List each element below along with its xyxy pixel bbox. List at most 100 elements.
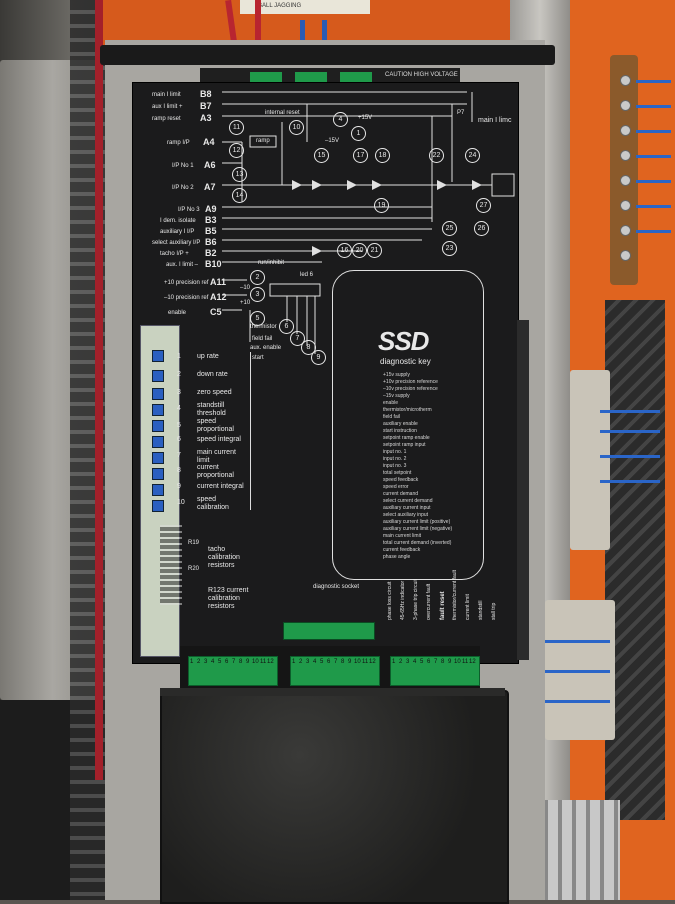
pot-label: zero speed [197,389,232,396]
node-24: 24 [465,148,480,163]
terminal-number: 11 [260,659,267,665]
pot-label: current proportional [197,464,234,479]
key-item: setpoint ramp input [383,442,426,448]
pin-label: I/P No 2 [172,185,194,191]
pot-label: main current limit [197,449,236,464]
terminal-number: 10 [354,659,361,665]
pot-5-trimmer[interactable] [152,420,164,432]
pin-id: B2 [205,248,217,258]
pin-id: B8 [200,89,212,99]
terminal-number: 5 [218,659,222,665]
diagnostic-socket-label: diagnostic socket [313,584,360,590]
led-label: thermistor/current fault [452,569,458,620]
strip-screw [620,100,631,111]
key-item: current feedback [383,547,421,553]
key-item: enable [383,400,399,406]
led6-label: led 6 [300,272,314,278]
node-2: 2 [250,270,265,285]
terminal-number: 10 [252,659,259,665]
pot-6-trimmer[interactable] [152,436,164,448]
blue-wire [540,670,610,673]
key-item: auxiliary current limit (negative) [383,526,453,532]
pot-3-trimmer[interactable] [152,388,164,400]
pot-label: current integral [197,483,244,490]
terminal-number: 7 [434,659,438,665]
key-item: –10v precision reference [383,386,438,392]
red-cable-bundle [95,0,103,780]
pin-id: A11 [210,277,227,287]
start-label: start [252,355,264,361]
pot-label: down rate [197,371,228,378]
blue-wire [600,410,660,413]
terminal-number: 5 [420,659,424,665]
terminal-number: 4 [313,659,317,665]
terminal-number: 12 [267,659,274,665]
key-item: input no. 2 [383,456,407,462]
terminal-number: 2 [399,659,403,665]
key-item: input no. 1 [383,449,407,455]
strip-screw [620,175,631,186]
pot-number: 1 [177,353,181,360]
aux-enable-label: aux. enable [250,345,282,351]
pot-7-trimmer[interactable] [152,452,164,464]
pot-number: 7 [177,452,181,459]
terminal-block-c[interactable] [390,656,480,686]
node-17: 17 [353,148,368,163]
pin-label: aux I limit + [152,104,183,110]
key-item: auxiliary enable [383,421,418,427]
node-18: 18 [375,148,390,163]
led-label: standstill [478,600,484,620]
led-label: phase loss circuit [387,581,393,620]
pot-10-trimmer[interactable] [152,500,164,512]
pin-id: B5 [205,226,217,236]
led-label: stall trip [491,602,497,620]
cable-duct-left [70,0,110,900]
r123-resistors-label: R123 current calibration resistors [208,587,249,610]
strip-screw [620,125,631,136]
node-6: 6 [279,319,294,334]
green-connector-top [250,72,282,82]
pin-label: ramp I/P [167,140,190,146]
pot-4-trimmer[interactable] [152,404,164,416]
ssd-logo: SSD [378,326,429,356]
right-terminal-strip [610,55,638,285]
pot-number: 5 [177,422,181,429]
node-4: 4 [333,112,348,127]
p7-label: P7 [457,110,465,116]
node-19: 19 [374,198,389,213]
terminal-block-b[interactable] [290,656,380,686]
terminal-number: 8 [239,659,243,665]
pot-1-trimmer[interactable] [152,350,164,362]
blue-wire [636,155,671,158]
led-label: 45-65Hz indicator [400,580,406,620]
diagnostic-socket[interactable] [283,622,375,640]
key-item: total setpoint [383,470,412,476]
terminal-block-a[interactable] [188,656,278,686]
key-item: +15v supply [383,372,410,378]
pot-2-trimmer[interactable] [152,370,164,382]
terminal-number: 9 [246,659,250,665]
top-label-plate: BALL JAGGING [240,0,370,14]
key-item: phase angle [383,554,411,560]
green-connector-top [340,72,372,82]
fault-reset-label: fault reset [440,591,446,620]
pot-8-trimmer[interactable] [152,468,164,480]
led-label: 3-phase trip circuit [413,579,419,620]
terminal-number: 2 [299,659,303,665]
pot-9-trimmer[interactable] [152,484,164,496]
pin-id: A7 [204,182,216,192]
internal-reset-label: internal reset [265,110,300,116]
node-16: 16 [337,243,352,258]
pin-label: select auxiliary I/P [152,240,201,246]
node-9: 9 [311,350,326,365]
terminal-number: 3 [306,659,310,665]
pot-label: speed proportional [197,418,234,433]
blue-wire [540,700,610,703]
thermistor-label: thermistor [250,324,277,330]
key-item: speed feedback [383,477,419,483]
blue-wire [600,430,660,433]
pot-bracket-line [250,352,251,510]
terminal-number: 3 [406,659,410,665]
pot-number: 4 [177,405,181,412]
minus15-label: –15V [325,138,340,144]
